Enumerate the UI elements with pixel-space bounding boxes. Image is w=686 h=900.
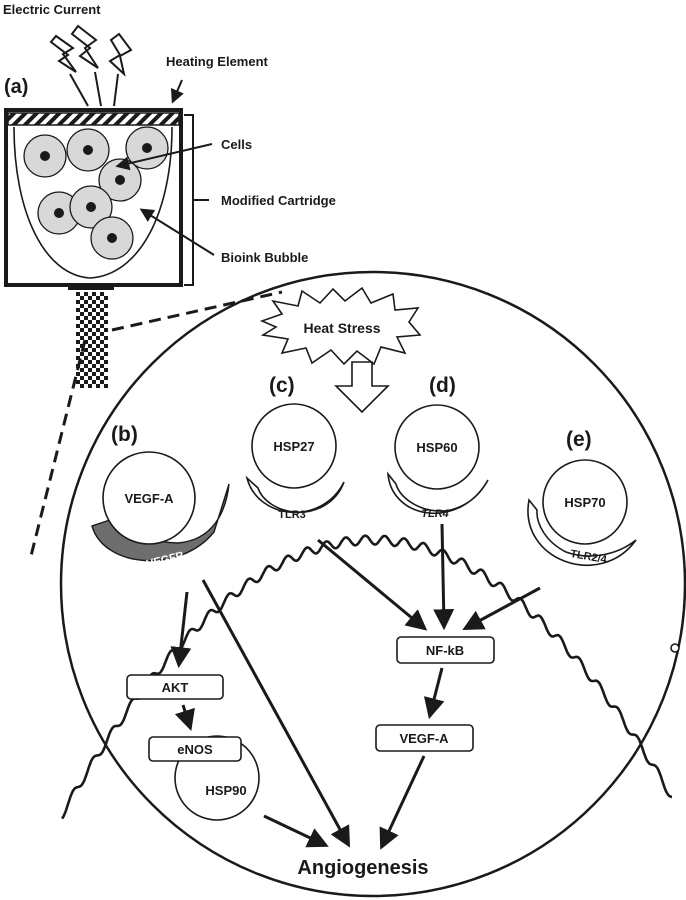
arrow-vegfr-akt bbox=[170, 591, 192, 669]
cartridge-label: Modified Cartridge bbox=[221, 193, 336, 208]
nfkb-label: NF-kB bbox=[426, 643, 464, 658]
signal-arrows bbox=[170, 523, 541, 850]
heating-element-pointer bbox=[170, 79, 184, 104]
vegf-receptor-complex: VEGFR VEGF-A bbox=[91, 451, 230, 570]
arrow-nfkb-vegfa bbox=[423, 667, 445, 720]
cells bbox=[23, 126, 169, 260]
panel-a-label: (a) bbox=[4, 76, 28, 98]
electric-current-label: Electric Current bbox=[3, 2, 101, 17]
arrow-vegfr-angiogenesis bbox=[201, 579, 351, 848]
arrow-tlr3-nfkb bbox=[317, 538, 428, 631]
panel-b-label: (b) bbox=[111, 423, 138, 446]
hsp70-label: HSP70 bbox=[564, 495, 605, 510]
droplet-stream bbox=[76, 292, 108, 388]
heating-element-label: Heating Element bbox=[166, 54, 269, 69]
enos-box bbox=[148, 736, 242, 762]
nfkb-box bbox=[396, 636, 495, 664]
lightning-bolt-icon bbox=[49, 24, 133, 77]
arrow-tlr4-nfkb bbox=[433, 523, 455, 631]
tlr3-receptor bbox=[245, 475, 345, 514]
tlr4-receptor bbox=[386, 471, 489, 514]
vegfa-output-box bbox=[375, 724, 474, 752]
cell-membrane bbox=[60, 534, 673, 820]
arrow-vegfa-angiogenesis bbox=[379, 755, 426, 850]
hsp60-label: HSP60 bbox=[416, 440, 457, 455]
enos-label: eNOS bbox=[177, 742, 213, 757]
tlr3-complex: TLR3 HSP27 bbox=[245, 403, 345, 521]
arrow-akt-enos bbox=[174, 704, 195, 732]
nozzle bbox=[68, 284, 114, 290]
tlr4-complex: TLR4 HSP60 bbox=[386, 404, 489, 520]
hsp70-protein bbox=[542, 459, 628, 545]
akt-box bbox=[126, 674, 224, 700]
membrane-end bbox=[670, 643, 680, 653]
cells-label: Cells bbox=[221, 137, 252, 152]
tlr4-label: TLR4 bbox=[421, 508, 449, 520]
bubble-pointer bbox=[139, 208, 215, 256]
arrow-to-heater-icon bbox=[69, 71, 119, 107]
vegfa-ligand bbox=[102, 451, 196, 545]
heat-stress-label: Heat Stress bbox=[303, 320, 380, 336]
tlr24-complex: TLR2/4 HSP70 bbox=[527, 459, 637, 566]
hsp27-label: HSP27 bbox=[273, 439, 314, 454]
arrow-hsp90-angiogenesis bbox=[263, 814, 329, 848]
hsp60-protein bbox=[394, 404, 480, 490]
vegfa-ligand-label: VEGF-A bbox=[124, 491, 174, 506]
vegfa-output-label: VEGF-A bbox=[399, 731, 449, 746]
tlr3-label: TLR3 bbox=[278, 509, 306, 521]
hsp27-protein bbox=[251, 403, 337, 489]
hsp90-label: HSP90 bbox=[205, 783, 246, 798]
cartridge-bracket bbox=[184, 114, 194, 286]
zoom-line-upper bbox=[111, 290, 283, 332]
angiogenesis-label: Angiogenesis bbox=[297, 857, 428, 879]
heat-stress-burst: Heat Stress bbox=[259, 286, 422, 366]
akt-label: AKT bbox=[162, 680, 189, 695]
bioprinter-device: Electric Current Heating Element (a) bbox=[3, 2, 336, 388]
bubble-label: Bioink Bubble bbox=[221, 250, 308, 265]
heating-element bbox=[7, 112, 180, 126]
panel-c-label: (c) bbox=[269, 374, 295, 397]
tlr24-receptor bbox=[527, 498, 637, 566]
zoom-circle bbox=[59, 270, 686, 898]
arrow-tlr24-nfkb bbox=[462, 586, 541, 630]
heat-stress-arrow-icon bbox=[334, 361, 390, 414]
panel-d-label: (d) bbox=[429, 374, 456, 397]
cells-pointer bbox=[115, 143, 213, 171]
panel-e-label: (e) bbox=[566, 428, 592, 451]
